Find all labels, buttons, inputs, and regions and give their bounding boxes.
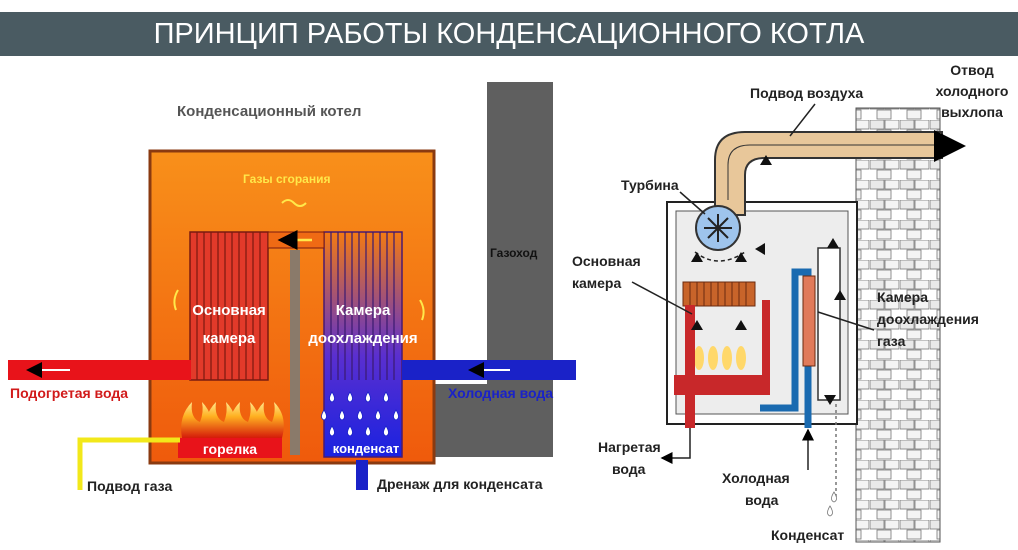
boiler-title: Конденсационный котел: [177, 103, 361, 120]
turbine-label: Турбина: [621, 177, 679, 193]
heated-water-pointer: [660, 428, 691, 464]
page-title: ПРИНЦИП РАБОТЫ КОНДЕНСАЦИОННОГО КОТЛА: [0, 12, 1018, 56]
chimney-label: Газоход: [490, 246, 538, 260]
cooling-chamber-tubes: [323, 231, 403, 458]
condensate-column: [817, 247, 841, 401]
gas-cooling-pointer: [817, 311, 875, 331]
chimney: [487, 82, 553, 457]
burner-label: горелка: [203, 441, 257, 457]
heated-water-label: Подогретая вода: [10, 385, 128, 401]
main-chamber-label-r2: камера: [572, 275, 621, 291]
condensate-drops: [321, 391, 399, 437]
gas-cooling-label-2: доохлаждения: [877, 311, 979, 327]
heat-wave-icon-left: [173, 289, 179, 311]
right-condensate-drops: [827, 491, 837, 517]
cold-water-label-r2: вода: [745, 492, 779, 508]
chimney-duct: [430, 384, 490, 457]
exhaust-label-2: холодного: [936, 83, 1009, 99]
right-diagram: Отвод холодного выхлопа Подвод воздуха Т…: [572, 62, 1008, 543]
heated-water-pipe: [8, 360, 191, 380]
cooling-chamber-label-2: доохлаждения: [308, 330, 417, 347]
cold-water-label-r1: Холодная: [722, 470, 790, 486]
main-chamber-pointer: [631, 281, 693, 315]
air-supply-pointer: [789, 103, 816, 137]
gas-cooling-label-3: газа: [877, 333, 906, 349]
main-exchanger: [682, 281, 756, 307]
brick-wall: [855, 107, 941, 543]
cooling-chamber-label-1: Камера: [336, 302, 391, 319]
burner: [178, 438, 282, 458]
exhaust-label-1: Отвод: [950, 62, 994, 78]
flue-wave-icon: [281, 199, 307, 207]
flow-arrow-icons: [691, 155, 846, 405]
right-flame-icons: [694, 346, 746, 370]
heat-wave-icon-right: [419, 299, 425, 321]
flue-gases-label: Газы сгорания: [243, 172, 331, 186]
main-chamber-label-r1: Основная: [572, 253, 641, 269]
flame-icons: [181, 402, 284, 438]
gas-supply-label: Подвод газа: [87, 478, 172, 494]
main-chamber-label-1: Основная: [192, 302, 266, 319]
main-chamber-label-2: камера: [203, 330, 256, 347]
gas-cooling-label-1: Камера: [877, 289, 928, 305]
cold-water-label: Холодная вода: [448, 385, 553, 401]
right-burner: [674, 375, 768, 395]
condensate-label: конденсат: [333, 441, 399, 456]
condensate-label-right: Конденсат: [771, 527, 844, 543]
turbine-fan-icon: [704, 214, 732, 242]
exhaust-inner-duct: [727, 144, 942, 200]
turbine-pointer: [679, 191, 706, 215]
heated-water-label-r2: вода: [612, 461, 646, 477]
left-diagram: Конденсационный котел Газоход Газы сгора…: [8, 82, 576, 494]
gas-supply-pipe: [77, 437, 180, 490]
partition: [290, 250, 300, 455]
cooling-exchanger: [802, 275, 816, 367]
exchanger-fins: [689, 282, 747, 306]
drain-label: Дренаж для конденсата: [377, 476, 543, 492]
exhaust-label-3: выхлопа: [941, 104, 1003, 120]
air-supply-label: Подвод воздуха: [750, 85, 863, 101]
main-chamber-tubes: [189, 231, 269, 381]
drain-pipe: [356, 460, 368, 490]
heated-water-label-r1: Нагретая: [598, 439, 661, 455]
